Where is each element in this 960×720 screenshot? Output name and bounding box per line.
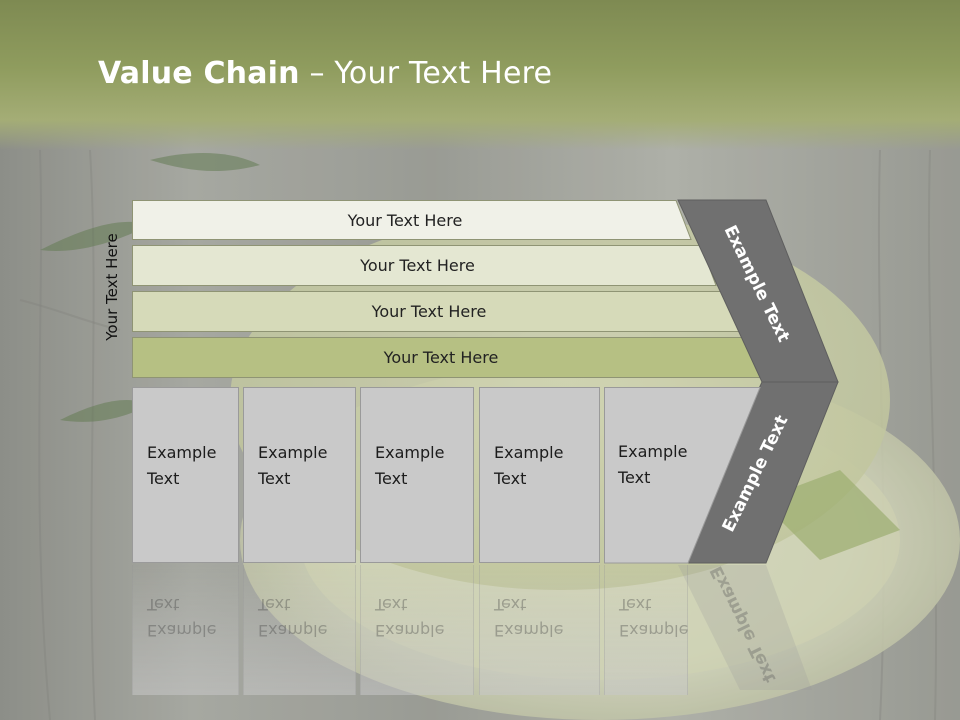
activity-box-2[interactable]: Example Text bbox=[243, 387, 356, 563]
row-fill-2 bbox=[132, 245, 717, 286]
row-label-4: Your Text Here bbox=[383, 347, 499, 367]
activity-box-3[interactable]: Example Text bbox=[360, 387, 474, 563]
title-rest: – Your Text Here bbox=[299, 56, 553, 91]
reflection-text: Example bbox=[619, 621, 689, 640]
box-text-line1: Example bbox=[618, 442, 688, 461]
box-reflection-4: Example Text bbox=[479, 565, 600, 695]
box-text-line2: Text bbox=[375, 469, 408, 488]
row-label-3: Your Text Here bbox=[371, 301, 487, 321]
box-text-line1: Example bbox=[258, 443, 328, 462]
support-row-3[interactable]: Your Text Here bbox=[132, 291, 740, 332]
box-reflection-1: Example Text bbox=[132, 565, 239, 695]
chevron-reflection bbox=[678, 565, 812, 690]
box-reflection-5: Example Text bbox=[604, 565, 688, 695]
title-bold: Value Chain bbox=[98, 56, 300, 91]
reflection-text: Text bbox=[258, 595, 291, 614]
box-text-line1: Example bbox=[494, 443, 564, 462]
reflection-text: Example bbox=[494, 621, 564, 640]
reflection-text: Example bbox=[147, 621, 217, 640]
box-reflection-2: Example Text bbox=[243, 565, 356, 695]
reflection-text: Text bbox=[375, 595, 408, 614]
support-row-1[interactable]: Your Text Here bbox=[132, 200, 692, 240]
reflection-text: Example bbox=[258, 621, 328, 640]
activity-box-5[interactable]: Example Text bbox=[604, 387, 704, 563]
reflection-text: Text bbox=[494, 595, 527, 614]
row-shape bbox=[132, 245, 717, 286]
row-fill-1 bbox=[132, 200, 692, 240]
activity-box-5-fill bbox=[604, 387, 761, 564]
box-text-line2: Text bbox=[258, 469, 291, 488]
activity-box-1[interactable]: Example Text bbox=[132, 387, 239, 563]
row-label-1: Your Text Here bbox=[347, 210, 463, 230]
box-text-line1: Example bbox=[147, 443, 217, 462]
box-text-line1: Example bbox=[375, 443, 445, 462]
box-text-line2: Text bbox=[147, 469, 180, 488]
slide-title: Value Chain – Your Text Here bbox=[98, 56, 552, 91]
row-label-2: Your Text Here bbox=[360, 255, 475, 275]
support-row-2[interactable]: Your Text Here bbox=[132, 245, 717, 286]
box-reflection-3: Example Text bbox=[360, 565, 474, 695]
box-text-line2: Text bbox=[494, 469, 527, 488]
reflection-text: Text bbox=[147, 595, 180, 614]
activity-box-4[interactable]: Example Text bbox=[479, 387, 600, 563]
title-band bbox=[0, 0, 960, 150]
row-shape bbox=[132, 200, 692, 240]
reflection-text: Text bbox=[619, 595, 652, 614]
box-text-line2: Text bbox=[618, 468, 651, 487]
reflection-text: Example bbox=[375, 621, 445, 640]
